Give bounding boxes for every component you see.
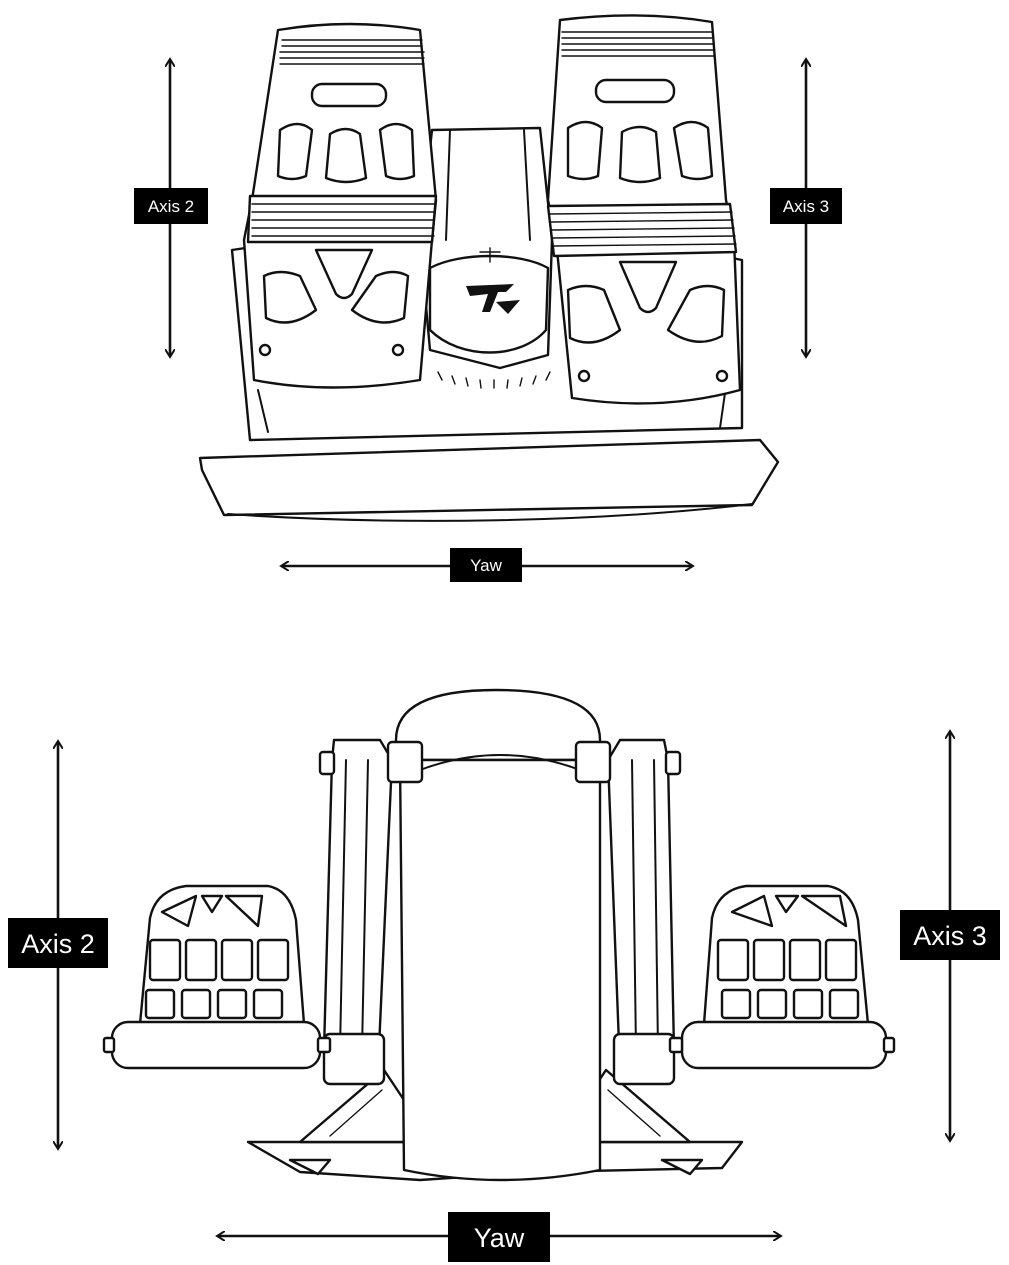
svg-text:Axis 3: Axis 3: [783, 197, 829, 216]
side-yaw-label: Yaw: [448, 1212, 550, 1262]
top-yaw-label: Yaw: [450, 548, 522, 582]
svg-text:Yaw: Yaw: [474, 1223, 525, 1253]
svg-text:Axis 2: Axis 2: [21, 929, 95, 959]
side-axis-2-label: Axis 2: [8, 918, 108, 968]
side-view-pedals-drawing: [102, 688, 896, 1182]
top-view-pedals-drawing: [198, 14, 780, 522]
top-left-pedal: [242, 22, 438, 389]
svg-text:Yaw: Yaw: [470, 556, 503, 575]
svg-text:Axis 3: Axis 3: [913, 921, 987, 951]
side-right-foot-pedal: [668, 884, 896, 1070]
side-axis-3-label: Axis 3: [900, 910, 1000, 960]
thrustmaster-logo-icon: [466, 284, 520, 314]
top-axis-3-label: Axis 3: [770, 188, 842, 224]
top-right-pedal: [546, 14, 742, 405]
top-axis-2-label: Axis 2: [134, 188, 208, 224]
side-left-foot-pedal: [102, 884, 332, 1070]
svg-text:Axis 2: Axis 2: [148, 197, 194, 216]
